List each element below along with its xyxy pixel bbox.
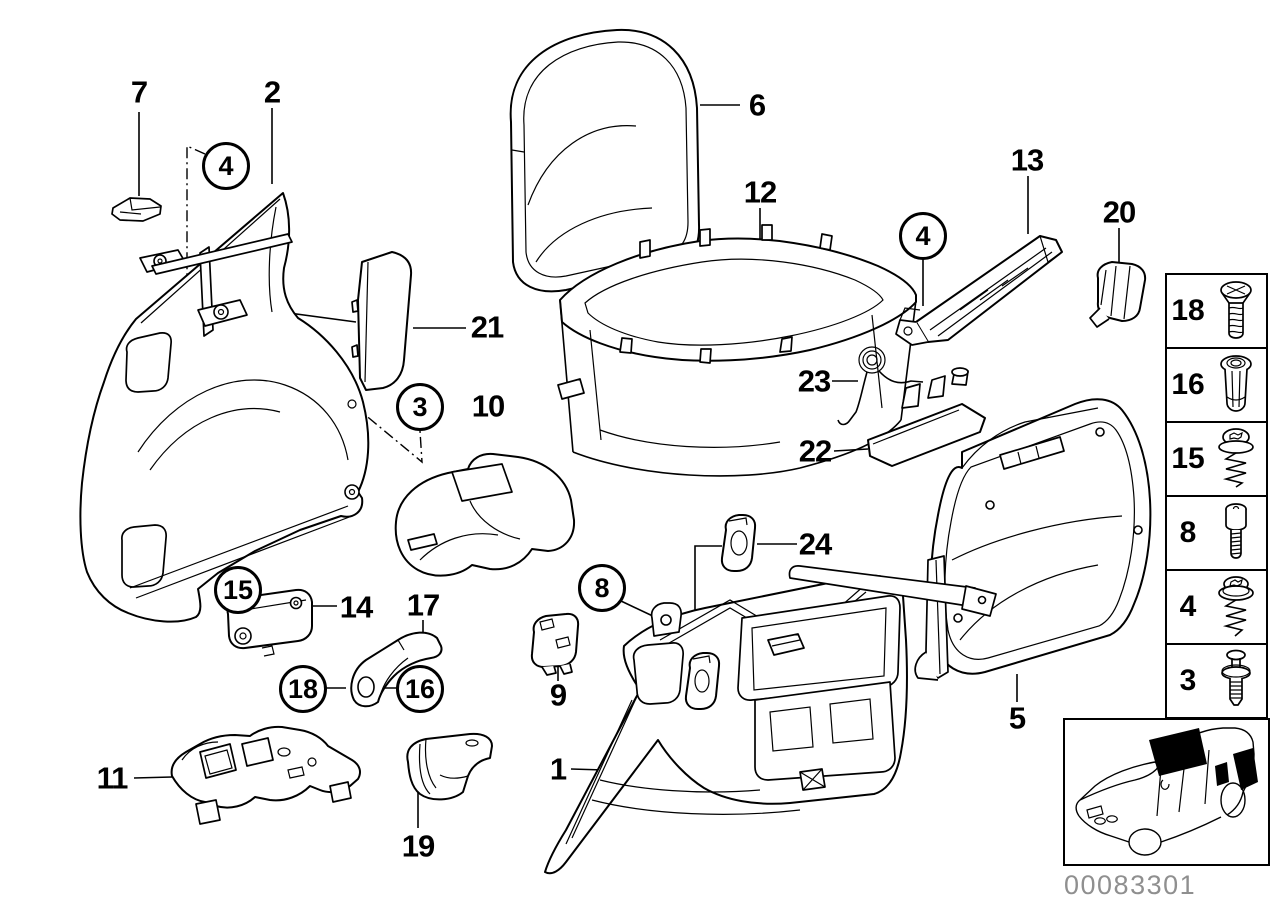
callout-circle-18[interactable]: 18 xyxy=(279,665,327,713)
document-number: 00083301 xyxy=(1064,870,1197,900)
callout-2[interactable]: 2 xyxy=(263,74,281,110)
callout-9[interactable]: 9 xyxy=(549,677,567,713)
part-24-grommet-upper xyxy=(720,514,757,572)
legend-item-15[interactable]: 15 xyxy=(1167,421,1266,495)
callout-23[interactable]: 23 xyxy=(797,363,831,399)
legend-label-4: 4 xyxy=(1179,590,1197,623)
callout-5[interactable]: 5 xyxy=(1008,700,1026,736)
callout-6[interactable]: 6 xyxy=(748,87,766,123)
callout-13[interactable]: 13 xyxy=(1010,142,1044,178)
legend-label-15: 15 xyxy=(1171,442,1205,475)
callout-10[interactable]: 10 xyxy=(471,388,505,424)
countersunk-screw-icon xyxy=(1220,281,1252,339)
part-21-flap xyxy=(351,251,413,391)
part-12-storage-box xyxy=(557,224,917,477)
part-23-spring xyxy=(837,346,924,426)
callout-11[interactable]: 11 xyxy=(96,760,129,796)
part-7-clip xyxy=(111,197,162,222)
fastener-legend: 18 16 15 8 xyxy=(1165,273,1268,719)
part-2-lateral-trim-panel-left xyxy=(79,192,370,623)
stud-bolt-icon xyxy=(1225,503,1247,559)
expansion-plug-icon xyxy=(1220,355,1252,412)
callout-21[interactable]: 21 xyxy=(470,309,504,345)
callout-circle-4a[interactable]: 4 xyxy=(202,142,250,190)
part-20-clip xyxy=(1089,261,1147,328)
callout-19[interactable]: 19 xyxy=(401,828,435,864)
car-location-inset[interactable] xyxy=(1063,718,1270,866)
legend-label-3: 3 xyxy=(1179,664,1197,697)
callout-7[interactable]: 7 xyxy=(130,74,148,110)
callout-14[interactable]: 14 xyxy=(339,589,373,625)
callout-circle-3[interactable]: 3 xyxy=(396,383,444,431)
legend-item-3[interactable]: 3 xyxy=(1167,643,1266,717)
torx-washer-screw-icon xyxy=(1218,576,1254,637)
callout-17[interactable]: 17 xyxy=(406,587,440,623)
part-9-bracket xyxy=(530,612,580,676)
part-10-cover xyxy=(394,452,576,577)
legend-item-18[interactable]: 18 xyxy=(1167,275,1266,347)
callout-circle-4b[interactable]: 4 xyxy=(899,212,947,260)
legend-label-16: 16 xyxy=(1171,368,1205,401)
callout-circle-16[interactable]: 16 xyxy=(396,665,444,713)
legend-item-8[interactable]: 8 xyxy=(1167,495,1266,569)
callout-1[interactable]: 1 xyxy=(549,751,567,787)
part-22-latch xyxy=(867,367,986,467)
expansion-rivet-icon xyxy=(1221,649,1251,706)
callout-24[interactable]: 24 xyxy=(798,526,832,562)
callout-22[interactable]: 22 xyxy=(798,433,832,469)
legend-item-16[interactable]: 16 xyxy=(1167,347,1266,421)
callout-circle-8[interactable]: 8 xyxy=(578,564,626,612)
legend-label-18: 18 xyxy=(1171,294,1205,327)
callout-12[interactable]: 12 xyxy=(743,174,777,210)
part-6-cover xyxy=(509,28,701,293)
callout-circle-15[interactable]: 15 xyxy=(214,566,262,614)
legend-item-4[interactable]: 4 xyxy=(1167,569,1266,643)
part-13-rail xyxy=(895,235,1063,346)
callout-20[interactable]: 20 xyxy=(1102,194,1136,230)
part-11-bracket xyxy=(170,725,361,825)
torx-washer-screw-icon xyxy=(1218,428,1254,488)
car-location-thumbnail-icon xyxy=(1075,727,1258,856)
part-17-bracket xyxy=(350,631,443,708)
part-1-lateral-trim-panel-right xyxy=(544,565,997,875)
part-24-grommet-lower xyxy=(684,652,721,710)
part-19-cover xyxy=(406,732,493,801)
legend-label-8: 8 xyxy=(1179,516,1197,549)
